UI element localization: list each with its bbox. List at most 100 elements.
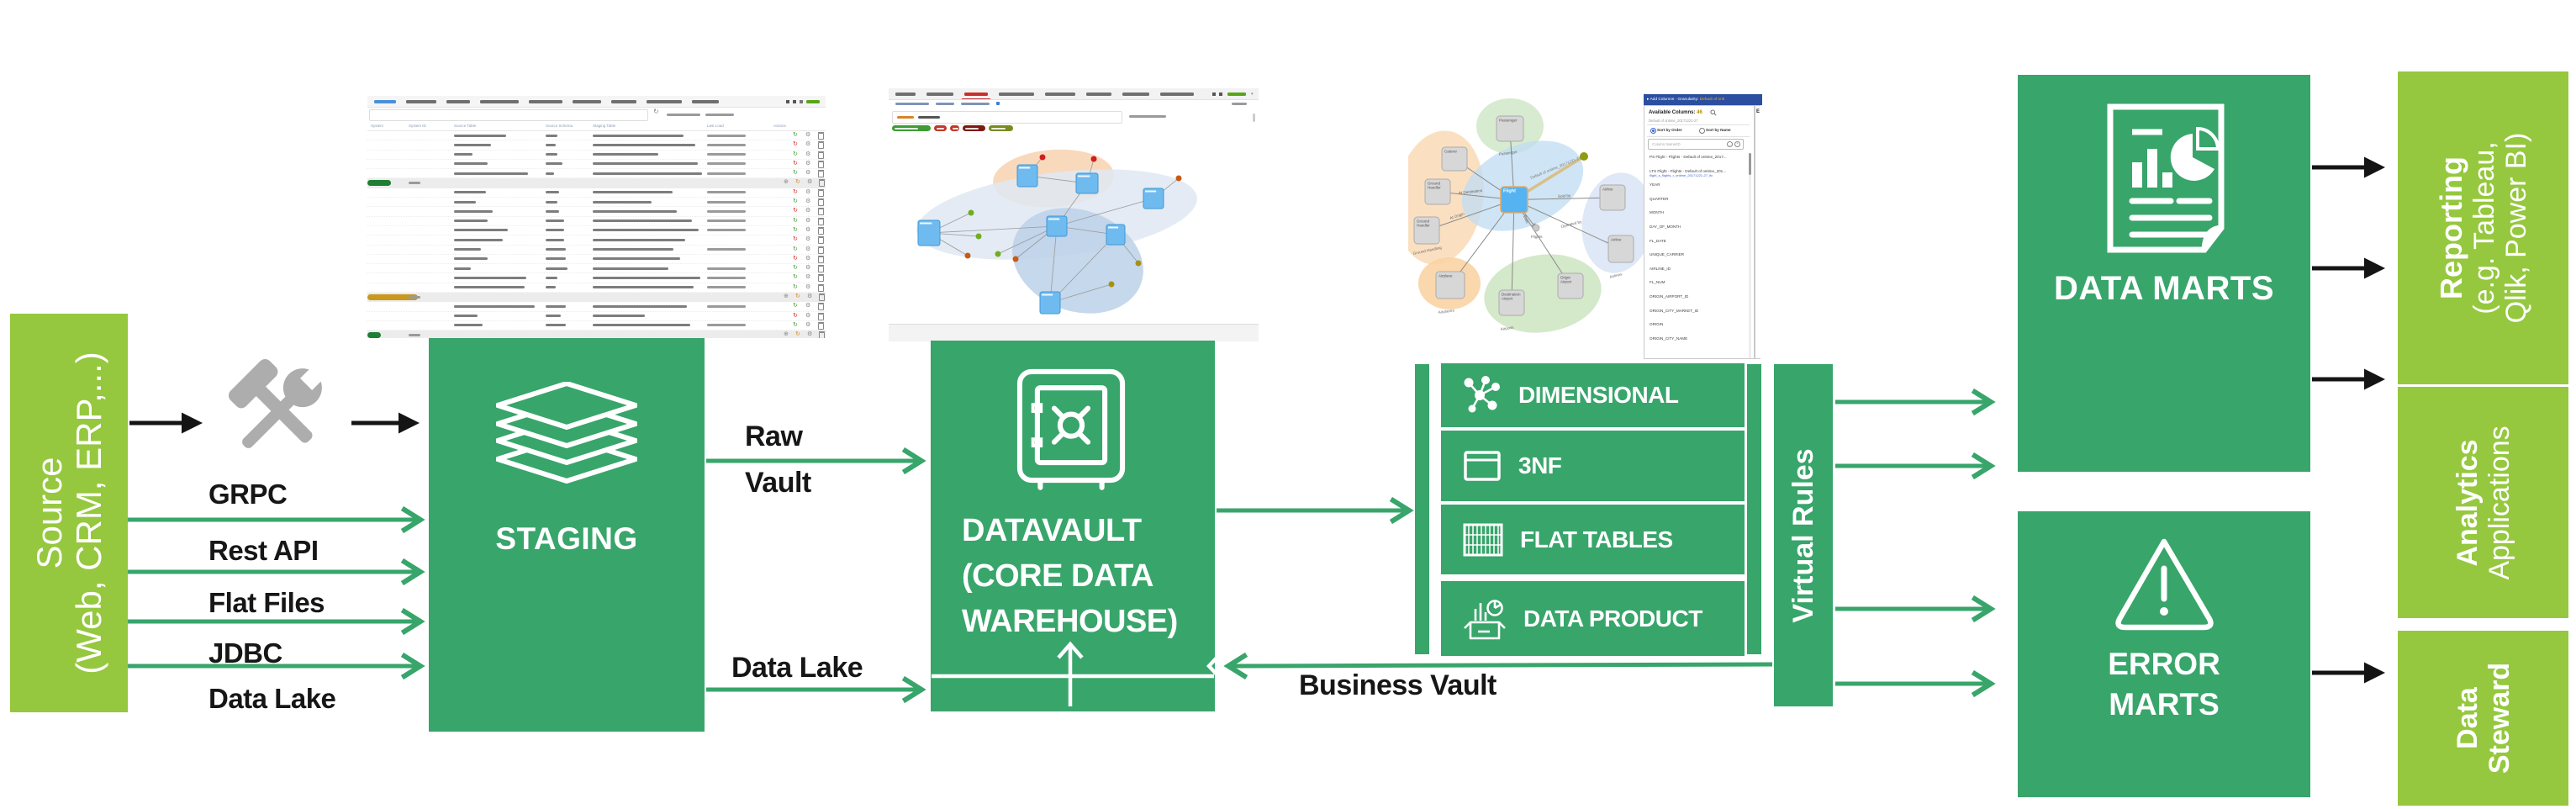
table-row[interactable]: ↻⚙	[367, 226, 826, 236]
graph-node[interactable]	[1075, 172, 1099, 194]
model-node[interactable]	[1500, 186, 1528, 214]
status-icon[interactable]: ↻	[793, 208, 798, 214]
table-group-row[interactable]: ⊕↻⚙	[367, 293, 826, 303]
graph-dot[interactable]	[995, 251, 1001, 257]
graph-dot[interactable]	[1175, 175, 1182, 182]
nav-item[interactable]	[480, 100, 519, 103]
gear-icon[interactable]: ⚙	[805, 236, 811, 243]
trash-icon[interactable]	[817, 265, 824, 273]
gear-icon[interactable]: ⚙	[807, 331, 813, 338]
status-icon[interactable]: ↻	[793, 151, 798, 157]
gear-icon[interactable]: ⚙	[805, 160, 811, 167]
trash-icon[interactable]	[818, 179, 825, 188]
trash-icon[interactable]	[817, 246, 824, 254]
graph-search-input[interactable]	[892, 111, 1122, 124]
nav-item[interactable]	[374, 100, 396, 103]
filter-pill[interactable]	[963, 125, 985, 131]
expand-icon[interactable]: ⊕	[784, 293, 789, 300]
status-icon[interactable]: ↻	[793, 321, 798, 328]
status-icon[interactable]: ↻	[793, 198, 798, 205]
column-header[interactable]: Last Load	[707, 124, 724, 128]
user-menu-caret-icon[interactable]: ▾	[1251, 92, 1254, 97]
graph-dot[interactable]	[975, 233, 982, 240]
info-icon[interactable]	[996, 102, 1000, 105]
trash-icon[interactable]	[817, 208, 824, 216]
nav-item[interactable]	[529, 100, 562, 103]
gear-icon[interactable]: ⚙	[805, 312, 811, 319]
trash-icon[interactable]	[817, 160, 824, 168]
table-row[interactable]: ↻⚙	[367, 188, 826, 198]
table-row[interactable]: ↻⚙	[367, 160, 826, 170]
status-icon[interactable]: ↻	[793, 312, 798, 319]
filter-pill[interactable]	[892, 125, 931, 131]
column-list-item[interactable]: ORIGIN_CITY_NAME	[1650, 336, 1688, 341]
status-icon[interactable]: ↻	[793, 170, 798, 177]
gear-icon[interactable]: ⚙	[805, 265, 811, 272]
trash-icon[interactable]	[817, 170, 824, 178]
status-icon[interactable]: ↻	[793, 188, 798, 195]
trash-icon[interactable]	[817, 217, 824, 225]
trash-icon[interactable]	[817, 321, 824, 330]
model-node[interactable]	[1424, 178, 1451, 205]
graph-node[interactable]	[1046, 215, 1068, 237]
table-search-input[interactable]	[369, 109, 648, 121]
graph-node[interactable]	[1143, 188, 1164, 209]
gear-icon[interactable]: ⚙	[805, 141, 811, 148]
search-icon[interactable]	[1710, 109, 1717, 116]
gear-icon[interactable]: ⚙	[805, 274, 811, 281]
trash-icon[interactable]	[817, 151, 824, 159]
trash-icon[interactable]	[817, 198, 824, 207]
model-node[interactable]	[1441, 146, 1468, 172]
bookmark-icon[interactable]	[786, 100, 789, 103]
tab-item[interactable]	[1160, 93, 1194, 96]
grid-icon[interactable]	[1219, 93, 1222, 96]
gear-icon[interactable]: ⚙	[805, 255, 811, 262]
column-list-item[interactable]: QUARTER	[1650, 196, 1669, 201]
nav-item[interactable]	[446, 100, 470, 103]
model-node[interactable]	[1498, 289, 1525, 316]
trash-icon[interactable]	[817, 188, 824, 197]
table-group-row[interactable]: ⊕↻⚙	[367, 178, 826, 188]
trash-icon[interactable]	[817, 255, 824, 263]
trash-icon[interactable]	[818, 331, 825, 338]
tab-item[interactable]	[999, 93, 1034, 96]
trash-icon[interactable]	[817, 274, 824, 283]
network-graph-canvas[interactable]	[889, 134, 1259, 324]
table-group-row[interactable]: ⊕↻⚙	[367, 330, 826, 338]
gear-icon[interactable]: ⚙	[805, 151, 811, 157]
status-icon[interactable]: ↻	[793, 226, 798, 233]
table-row[interactable]: ↻⚙	[367, 255, 826, 265]
nav-item[interactable]	[573, 100, 601, 103]
scrollbar[interactable]	[1253, 114, 1255, 122]
sort-by-order-radio[interactable]	[1650, 128, 1656, 134]
help-icon[interactable]	[800, 100, 803, 103]
tab-item[interactable]	[964, 93, 988, 96]
column-header[interactable]: Source Schema	[546, 124, 573, 128]
gear-icon[interactable]: ⚙	[807, 179, 813, 186]
table-link[interactable]	[705, 114, 734, 116]
gear-icon[interactable]: ⚙	[805, 303, 811, 309]
gear-icon[interactable]: ⚙	[807, 293, 813, 300]
trash-icon[interactable]	[817, 303, 824, 311]
table-row[interactable]: ↻⚙	[367, 302, 826, 312]
graph-node[interactable]	[1106, 224, 1126, 246]
filter-pill[interactable]	[989, 125, 1013, 131]
table-row[interactable]: ↻⚙	[367, 264, 826, 274]
gear-icon[interactable]: ⚙	[805, 198, 811, 205]
status-icon[interactable]: ↻	[793, 132, 798, 138]
status-icon[interactable]: ↻	[793, 160, 798, 167]
expand-icon[interactable]: ⊕	[784, 331, 789, 338]
status-icon[interactable]: ↻	[793, 217, 798, 224]
status-icon[interactable]: ↻	[793, 274, 798, 281]
graph-node[interactable]	[917, 219, 941, 246]
graph-dot[interactable]	[1012, 256, 1019, 262]
table-row[interactable]: ↻⚙	[367, 312, 826, 321]
nav-item[interactable]	[692, 100, 719, 103]
graph-node[interactable]	[1016, 164, 1038, 188]
model-node[interactable]	[1413, 216, 1440, 245]
model-node[interactable]	[1557, 272, 1584, 299]
status-icon[interactable]: ↻	[793, 265, 798, 272]
column-list-item[interactable]: ORIGIN	[1650, 322, 1664, 327]
model-node[interactable]	[1599, 184, 1626, 211]
